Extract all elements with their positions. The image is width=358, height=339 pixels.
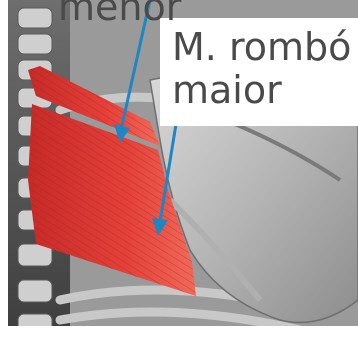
rhomboid-major-label-line1: M. rombó	[172, 26, 351, 69]
left-margin	[0, 0, 8, 339]
rhomboid-minor-label: menor	[58, 0, 181, 26]
rhomboid-major-label: M. rombó maior	[172, 26, 351, 112]
rhomboid-major-label-line2: maior	[172, 69, 351, 112]
bottom-margin	[8, 326, 358, 339]
